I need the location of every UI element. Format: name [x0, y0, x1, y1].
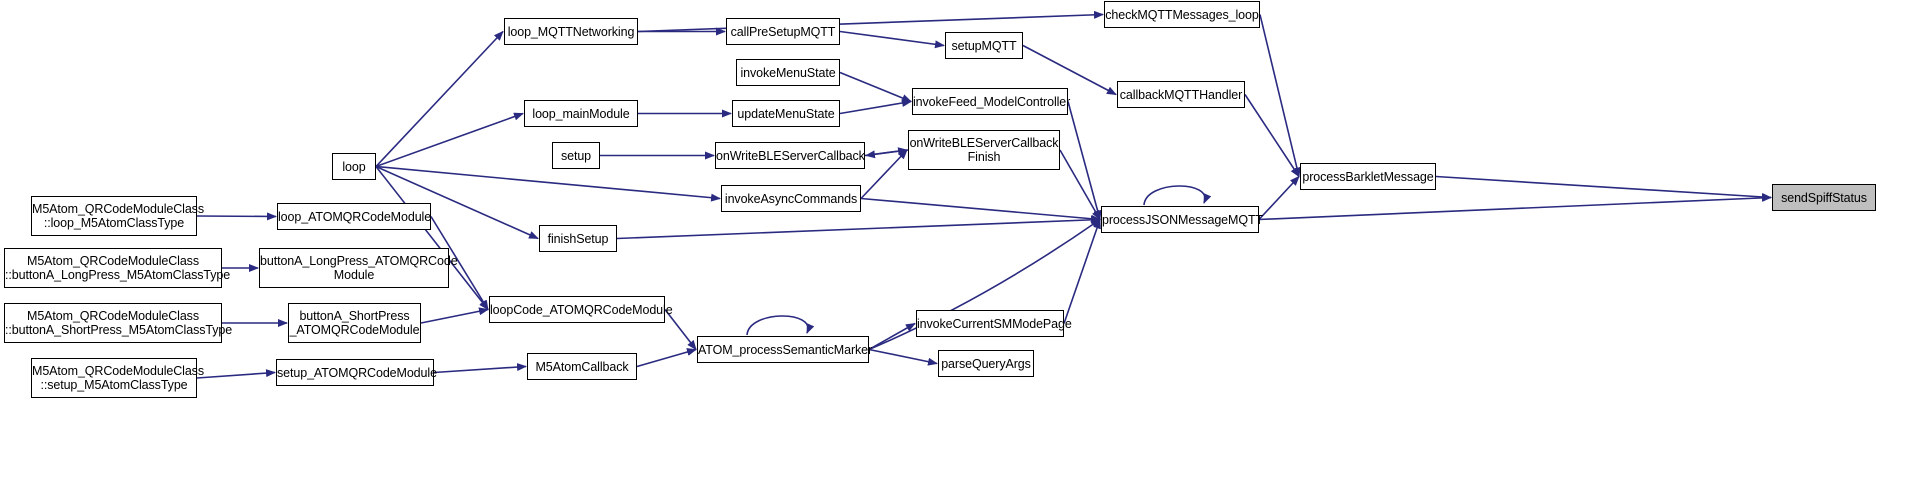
- graph-edge-updateMenuState-to-invokeFeed_ModelController: [839, 99, 912, 115]
- graph-edge-invokeCurrentSMModePage-to-processJSONMessageMQTT: [1063, 218, 1101, 324]
- graph-node-label: loopCode_ATOMQRCodeModule: [490, 302, 673, 317]
- graph-node-invokeAsyncCommands[interactable]: invokeAsyncCommands: [721, 185, 861, 212]
- graph-edge-M5Atom_setup-to-setup_ATOMQRCodeModule: [196, 369, 276, 379]
- graph-node-loop_ATOMQRCodeModule[interactable]: loop_ATOMQRCodeModule: [277, 203, 431, 230]
- graph-edge-onWriteBLEServerCallbackFinish-to-processJSONMessageMQTT: [1059, 149, 1101, 221]
- graph-node-label: loop: [342, 159, 366, 174]
- graph-node-ATOM_processSemanticMarker[interactable]: ATOM_processSemanticMarker: [697, 336, 873, 363]
- graph-edge-ATOM_processSemanticMarker-to-invokeCurrentSMModePage: [868, 322, 916, 351]
- graph-node-label: loop_mainModule: [532, 106, 630, 121]
- graph-edge-processJSONMessageMQTT-to-processBarkletMessage: [1258, 175, 1300, 221]
- graph-node-setup[interactable]: setup: [552, 142, 600, 169]
- graph-node-updateMenuState[interactable]: updateMenuState: [732, 100, 840, 127]
- graph-edge-invokeAsyncCommands-to-processJSONMessageMQTT: [860, 197, 1101, 223]
- graph-node-label: invokeAsyncCommands: [724, 191, 858, 206]
- graph-node-label: processBarkletMessage: [1302, 169, 1434, 184]
- graph-edge-loop_MQTTNetworking-to-checkMQTTMessages_loop: [637, 10, 1104, 33]
- graph-edge-invokeFeed_ModelController-to-processJSONMessageMQTT: [1067, 101, 1102, 221]
- graph-node-onWriteBLEServerCallbackFinish[interactable]: onWriteBLEServerCallback Finish: [908, 130, 1060, 170]
- graph-node-loop[interactable]: loop: [332, 153, 376, 180]
- graph-node-M5AtomCallback[interactable]: M5AtomCallback: [527, 353, 637, 380]
- graph-edge-setupMQTT-to-callbackMQTTHandler: [1022, 44, 1117, 96]
- graph-node-label: callPreSetupMQTT: [730, 24, 836, 39]
- graph-node-label: setup: [560, 148, 592, 163]
- graph-node-label: onWriteBLEServerCallback Finish: [909, 136, 1059, 164]
- graph-edge-buttonA_ShortPress_ATOMQRCodeModule-to-loopCode_ATOMQRCodeModule: [420, 307, 489, 324]
- graph-node-finishSetup[interactable]: finishSetup: [539, 225, 617, 252]
- graph-node-parseQueryArgs[interactable]: parseQueryArgs: [938, 350, 1034, 377]
- graph-node-loopCode_ATOMQRCodeModule[interactable]: loopCode_ATOMQRCodeModule: [489, 296, 673, 323]
- graph-node-checkMQTTMessages_loop[interactable]: checkMQTTMessages_loop: [1104, 1, 1260, 28]
- graph-node-M5Atom_setup[interactable]: M5Atom_QRCodeModuleClass ::setup_M5AtomC…: [31, 358, 204, 398]
- graph-edge-ATOM_processSemanticMarker-to-processJSONMessageMQTT: [868, 218, 1101, 351]
- graph-node-label: processJSONMessageMQTT: [1102, 212, 1264, 227]
- graph-edge-invokeMenuState-to-invokeFeed_ModelController: [839, 71, 912, 103]
- graph-edge-checkMQTTMessages_loop-to-processBarkletMessage: [1259, 14, 1301, 178]
- graph-node-label: onWriteBLEServerCallback: [716, 148, 865, 163]
- graph-edge-ATOM_processSemanticMarker-to-ATOM_processSemanticMarker: [746, 315, 815, 336]
- graph-node-callbackMQTTHandler[interactable]: callbackMQTTHandler: [1117, 81, 1245, 108]
- graph-edge-loop_ATOMQRCodeModule-to-loopCode_ATOMQRCodeModule: [430, 216, 489, 311]
- graph-node-label: finishSetup: [547, 231, 609, 246]
- graph-edge-M5Atom_loop-to-loop_ATOMQRCodeModule: [196, 212, 277, 221]
- graph-node-label: buttonA_LongPress_ATOMQRCode Module: [260, 254, 458, 282]
- graph-node-loop_mainModule[interactable]: loop_mainModule: [524, 100, 638, 127]
- graph-node-processBarkletMessage[interactable]: processBarkletMessage: [1300, 163, 1436, 190]
- graph-edge-loop-to-invokeAsyncCommands: [375, 165, 721, 202]
- graph-node-setup_ATOMQRCodeModule[interactable]: setup_ATOMQRCodeModule: [276, 359, 437, 386]
- graph-edge-loop-to-loop_mainModule: [375, 112, 524, 168]
- graph-node-invokeCurrentSMModePage[interactable]: invokeCurrentSMModePage: [916, 310, 1072, 337]
- graph-edge-finishSetup-to-processJSONMessageMQTT: [616, 215, 1101, 240]
- graph-node-buttonA_LongPress_ATOMQRCodeModule[interactable]: buttonA_LongPress_ATOMQRCode Module: [259, 248, 458, 288]
- graph-node-label: invokeMenuState: [740, 65, 836, 80]
- graph-node-loop_MQTTNetworking[interactable]: loop_MQTTNetworking: [504, 18, 638, 45]
- graph-node-label: M5Atom_QRCodeModuleClass ::buttonA_Short…: [5, 309, 233, 337]
- graph-node-label: checkMQTTMessages_loop: [1105, 7, 1259, 22]
- graph-node-label: sendSpiffStatus: [1781, 190, 1867, 205]
- graph-node-invokeFeed_ModelController[interactable]: invokeFeed_ModelController: [912, 88, 1071, 115]
- graph-edge-M5AtomCallback-to-ATOM_processSemanticMarker: [636, 348, 697, 368]
- graph-node-M5Atom_loop[interactable]: M5Atom_QRCodeModuleClass ::loop_M5AtomCl…: [31, 196, 204, 236]
- graph-node-label: M5Atom_QRCodeModuleClass ::buttonA_LongP…: [5, 254, 231, 282]
- graph-edge-loop-to-loop_MQTTNetworking: [375, 30, 504, 168]
- graph-node-label: loop_ATOMQRCodeModule: [278, 209, 432, 224]
- graph-node-buttonA_ShortPress_ATOMQRCodeModule[interactable]: buttonA_ShortPress _ATOMQRCodeModule: [288, 303, 421, 343]
- graph-node-label: ATOM_processSemanticMarker: [698, 342, 873, 357]
- graph-edge-processJSONMessageMQTT-to-processJSONMessageMQTT: [1143, 185, 1212, 206]
- graph-edge-invokeAsyncCommands-to-onWriteBLEServerCallbackFinish: [860, 149, 908, 200]
- graph-edge-loopCode_ATOMQRCodeModule-to-ATOM_processSemanticMarker: [664, 309, 697, 351]
- graph-node-label: M5Atom_QRCodeModuleClass ::loop_M5AtomCl…: [32, 202, 204, 230]
- graph-node-invokeMenuState[interactable]: invokeMenuState: [736, 59, 840, 86]
- graph-node-label: buttonA_ShortPress _ATOMQRCodeModule: [289, 309, 420, 337]
- graph-node-processJSONMessageMQTT[interactable]: processJSONMessageMQTT: [1101, 206, 1264, 233]
- graph-node-label: updateMenuState: [737, 106, 835, 121]
- graph-edge-processBarkletMessage-to-sendSpiffStatus: [1435, 175, 1772, 201]
- graph-node-label: callbackMQTTHandler: [1119, 87, 1243, 102]
- graph-edge-callbackMQTTHandler-to-processBarkletMessage: [1244, 94, 1300, 178]
- graph-node-M5Atom_buttonA_ShortPress[interactable]: M5Atom_QRCodeModuleClass ::buttonA_Short…: [4, 303, 233, 343]
- graph-node-label: setup_ATOMQRCodeModule: [277, 365, 437, 380]
- graph-edge-callPreSetupMQTT-to-setupMQTT: [839, 30, 945, 49]
- graph-edge-setup_ATOMQRCodeModule-to-M5AtomCallback: [433, 363, 527, 374]
- graph-node-callPreSetupMQTT[interactable]: callPreSetupMQTT: [726, 18, 840, 45]
- graph-node-onWriteBLEServerCallback[interactable]: onWriteBLEServerCallback: [715, 142, 865, 169]
- graph-node-label: loop_MQTTNetworking: [507, 24, 635, 39]
- graph-node-label: setupMQTT: [951, 38, 1017, 53]
- graph-node-label: M5AtomCallback: [535, 359, 629, 374]
- graph-edge-loop-to-finishSetup: [375, 165, 539, 240]
- graph-node-sendSpiffStatus[interactable]: sendSpiffStatus: [1772, 184, 1876, 211]
- graph-node-label: invokeFeed_ModelController: [913, 94, 1071, 109]
- graph-edge-loop-to-loopCode_ATOMQRCodeModule: [375, 166, 489, 311]
- graph-edge-ATOM_processSemanticMarker-to-parseQueryArgs: [868, 348, 938, 366]
- graph-node-label: invokeCurrentSMModePage: [917, 316, 1072, 331]
- graph-node-M5Atom_buttonA_LongPress[interactable]: M5Atom_QRCodeModuleClass ::buttonA_LongP…: [4, 248, 231, 288]
- graph-edge-processJSONMessageMQTT-to-sendSpiffStatus: [1258, 193, 1772, 221]
- graph-node-label: parseQueryArgs: [941, 356, 1031, 371]
- graph-node-setupMQTT[interactable]: setupMQTT: [945, 32, 1023, 59]
- graph-node-label: M5Atom_QRCodeModuleClass ::setup_M5AtomC…: [32, 364, 204, 392]
